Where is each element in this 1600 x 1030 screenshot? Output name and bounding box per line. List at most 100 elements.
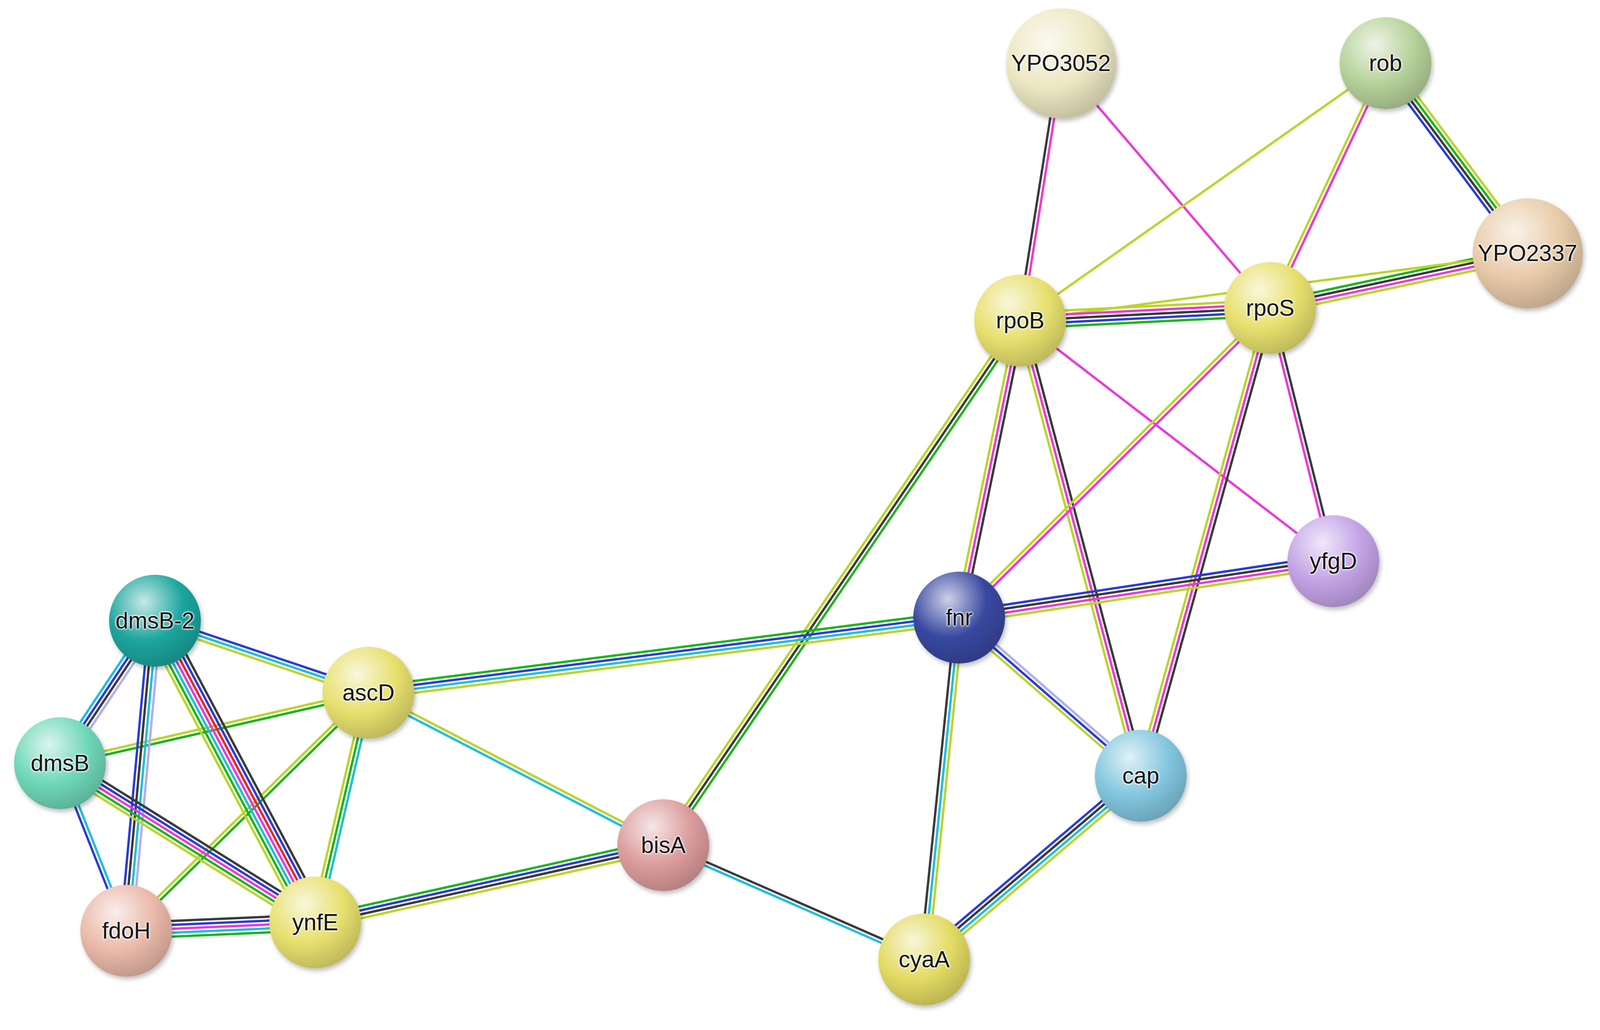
evidence-line [1035,362,1133,732]
evidence-line [196,638,326,682]
evidence-line [358,852,619,911]
evidence-line [1416,95,1500,207]
evidence-line [1282,350,1324,517]
evidence-line [1003,565,1289,609]
interaction-edge [924,661,959,915]
protein-node: dmsB [14,717,106,809]
interaction-edge [1056,89,1349,295]
interaction-edge [357,848,622,918]
node-label: fnr [945,604,973,631]
evidence-line [1313,262,1475,297]
evidence-line [197,634,326,678]
protein-node: YPO2337 [1472,198,1583,309]
evidence-line [1149,350,1255,732]
evidence-line [357,848,619,907]
evidence-line [705,861,885,940]
evidence-line [1002,562,1289,606]
evidence-line [78,804,112,889]
evidence-line [86,659,133,727]
node-label: YPO2337 [1477,240,1578,267]
evidence-line [101,779,282,892]
evidence-line [321,735,355,878]
evidence-line [932,662,959,916]
protein-node: dmsB-2 [109,574,201,667]
evidence-line [168,663,288,887]
interaction-edge [954,800,1111,936]
evidence-line [1031,363,1130,733]
evidence-line [198,630,328,675]
evidence-line [413,625,916,689]
protein-node: rpoS [1224,261,1317,354]
evidence-line [1004,569,1290,613]
interaction-edge [79,654,136,730]
evidence-line [359,856,620,915]
evidence-line [407,714,623,827]
evidence-line [360,860,622,918]
interaction-edge [74,804,112,890]
protein-node: cap [1094,729,1187,822]
node-label: fdoH [102,917,151,944]
interaction-edge [321,735,363,880]
interaction-edge [407,711,625,827]
node-label: ascD [342,679,395,706]
evidence-line [329,736,363,880]
node-label: yfgD [1309,547,1357,575]
evidence-line [1410,100,1494,211]
evidence-line [995,643,1110,744]
evidence-line [961,808,1111,936]
node-label: dmsB [30,749,90,776]
interaction-edge [124,664,158,887]
interaction-edge [703,861,885,943]
node-label: YPO3052 [1011,50,1112,77]
node-label: cap [1122,762,1160,789]
evidence-line [1156,352,1262,734]
evidence-line [170,932,272,937]
node-label: cyaA [898,946,950,973]
interaction-edge [1025,116,1055,277]
evidence-line [83,656,129,725]
evidence-line [172,661,292,885]
evidence-line [1055,347,1298,534]
evidence-line [100,783,280,895]
node-label: dmsB-2 [115,607,195,634]
evidence-line [325,736,358,879]
evidence-line [79,654,126,723]
evidence-line [1279,351,1321,518]
evidence-line [1291,104,1369,269]
interaction-edge [1095,104,1241,274]
interaction-edge [170,916,272,937]
interaction-edge [196,630,328,682]
protein-node: rpoB [974,274,1067,367]
interaction-edge [1002,562,1291,617]
protein-node: YPO3052 [1006,8,1117,119]
evidence-line [990,649,1105,749]
evidence-line [957,803,1106,929]
protein-node: fnr [913,571,1006,664]
node-label: bisA [640,831,686,858]
interaction-edge [1279,350,1325,518]
protein-node: ynfE [269,876,362,969]
evidence-line [89,660,136,730]
protein-node: ascD [322,646,415,739]
node-label: rob [1368,50,1403,77]
evidence-line [98,786,278,899]
evidence-line [124,664,146,886]
protein-node: cyaA [878,913,971,1006]
interaction-edge [964,363,1016,575]
interaction-edge [164,653,306,890]
evidence-line [1029,116,1055,277]
evidence-line [1152,351,1259,733]
evidence-line [1056,89,1349,295]
evidence-line [1287,102,1365,267]
evidence-line [1064,317,1227,327]
evidence-line [411,617,915,682]
evidence-line [1095,104,1241,274]
evidence-line [1413,98,1497,209]
node-label: rpoB [996,307,1045,334]
evidence-line [993,646,1107,746]
interaction-edge [1407,95,1500,214]
interaction-edge [1287,102,1369,269]
evidence-line [1004,573,1291,617]
node-label: rpoS [1246,294,1295,321]
